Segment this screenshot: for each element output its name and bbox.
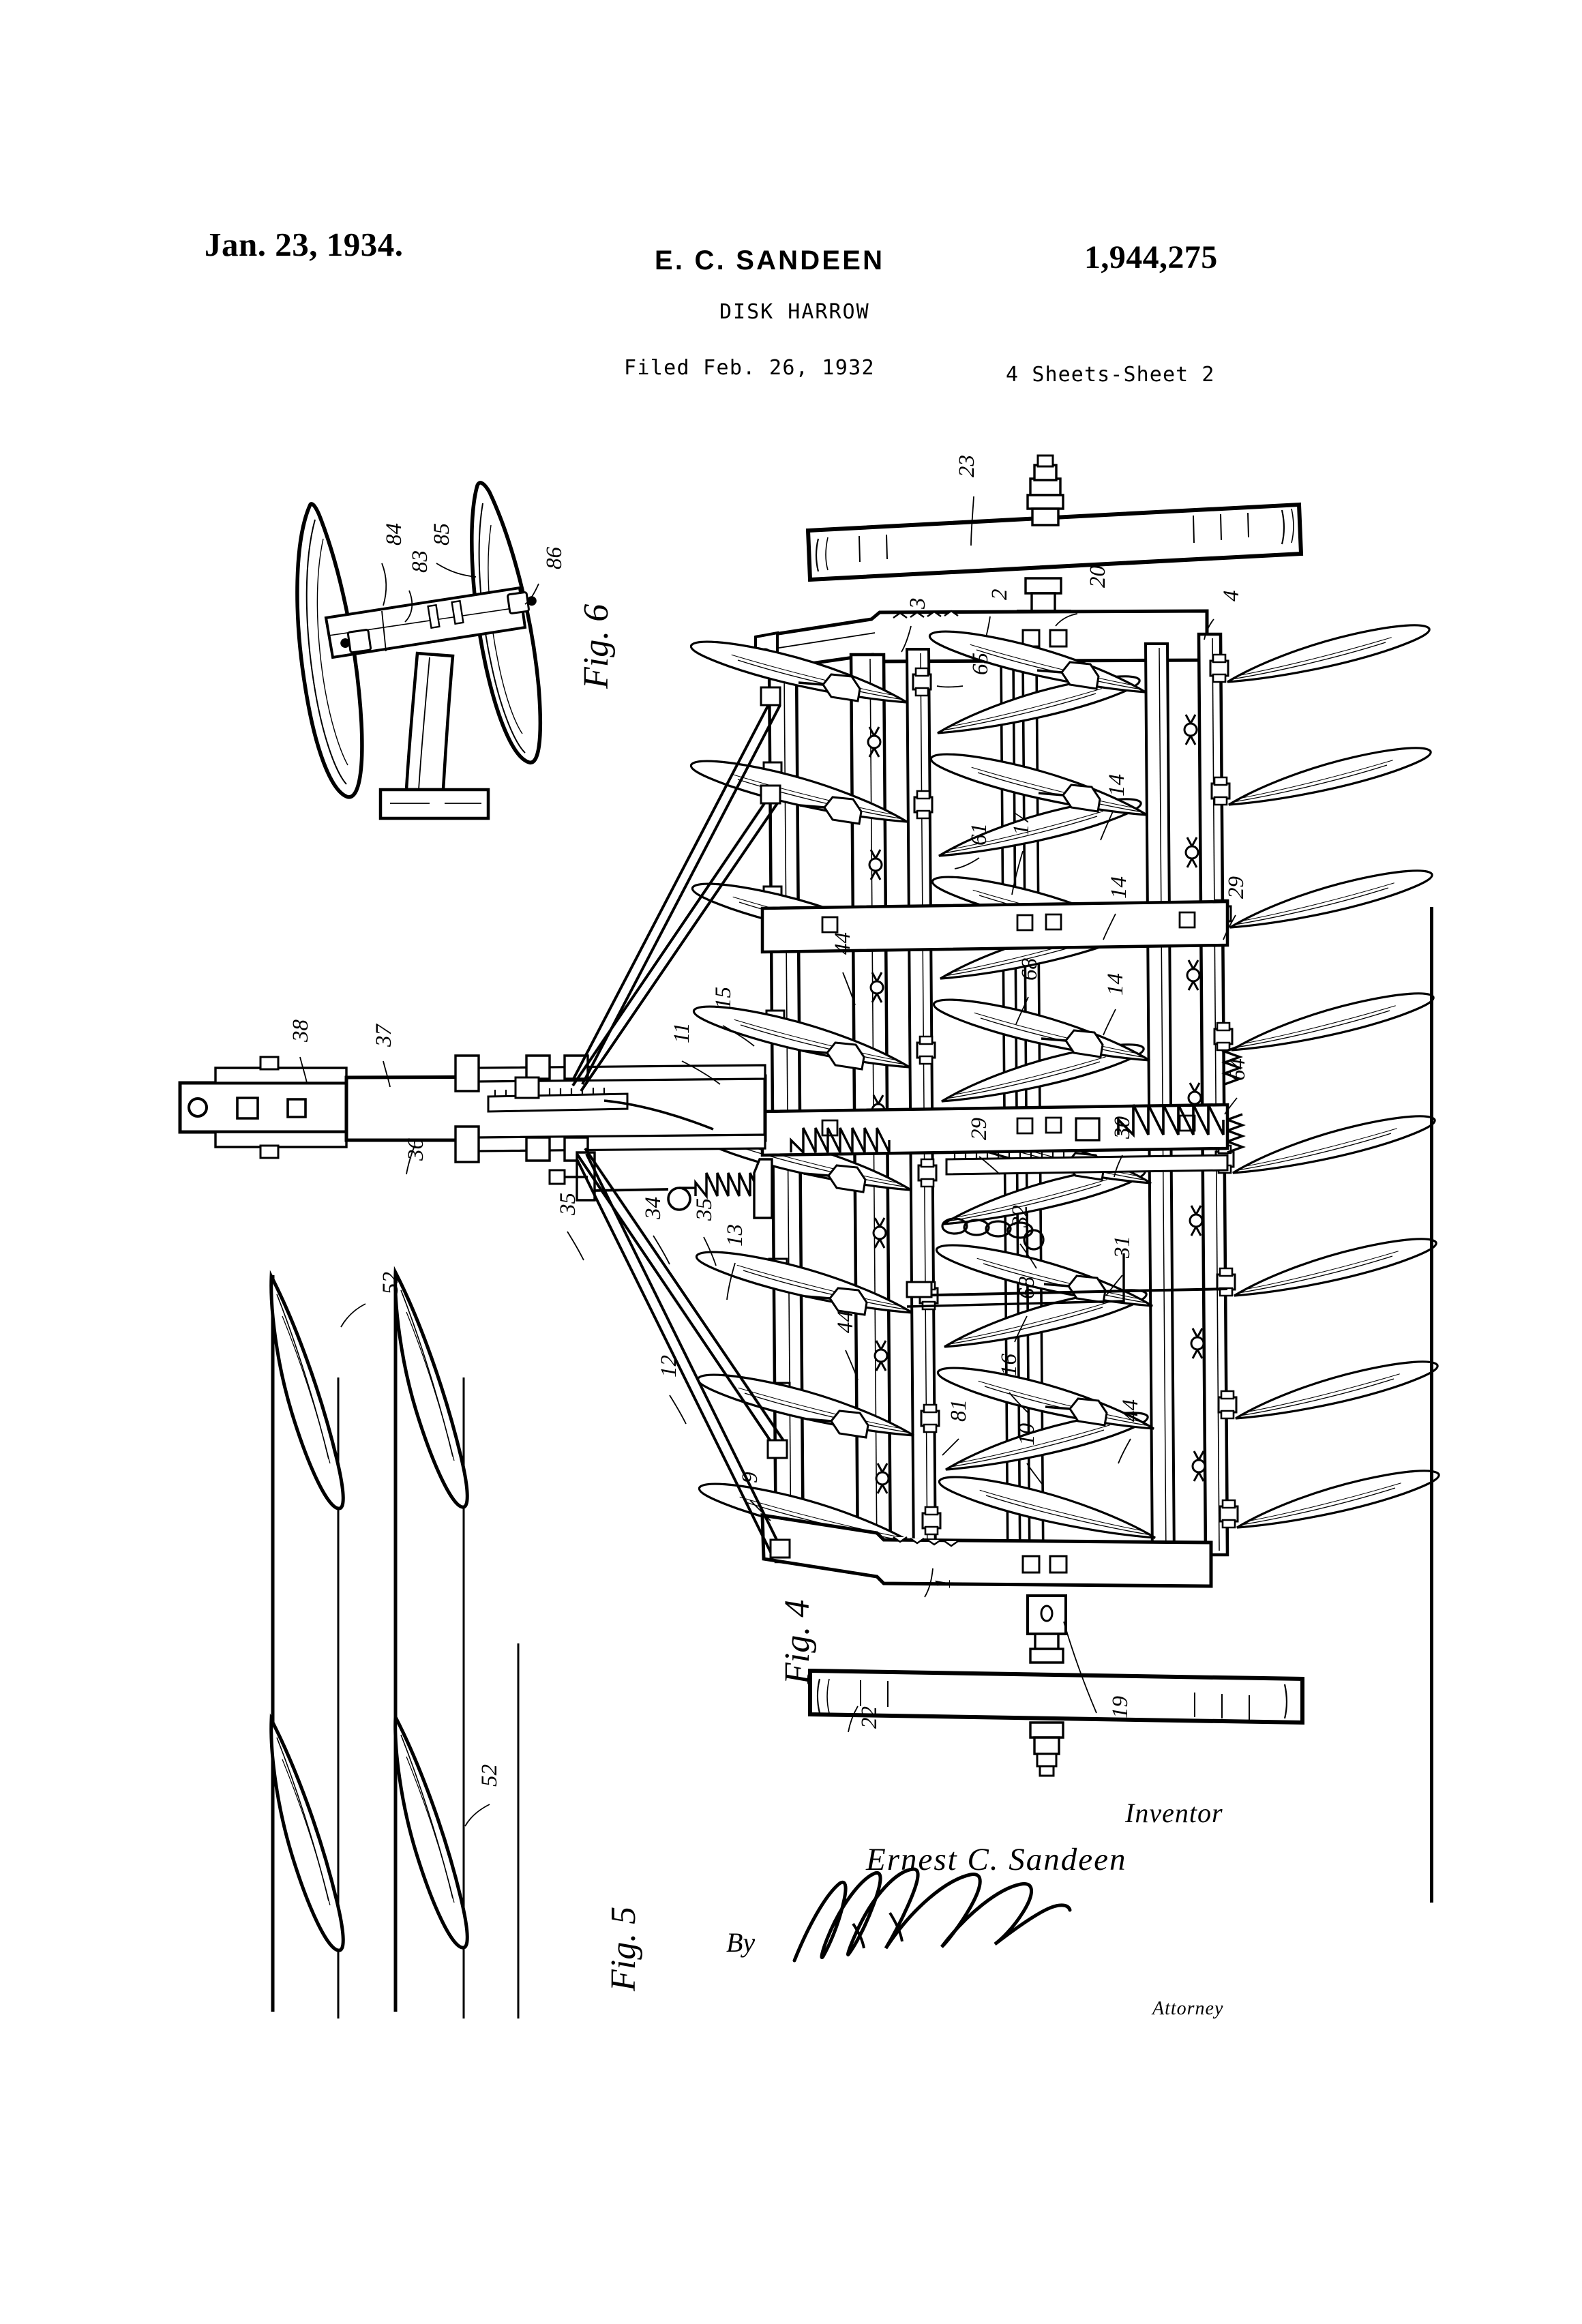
attorney-label: Attorney [1152, 1998, 1224, 2019]
reference-numeral: 36 [404, 1138, 428, 1161]
reference-numeral: 14 [1103, 973, 1128, 996]
reference-numeral: 22 [857, 1706, 882, 1729]
reference-numeral: 37 [372, 1024, 396, 1047]
reference-numeral: 61 [967, 823, 991, 846]
reference-numeral: 29 [967, 1118, 991, 1140]
reference-numeral: 84 [382, 523, 406, 546]
filing-date: Filed Feb. 26, 1932 [624, 356, 875, 380]
reference-numeral: 44 [1118, 1399, 1143, 1422]
inventor-label: Inventor [1125, 1798, 1223, 1828]
reference-numeral: 35 [692, 1198, 717, 1221]
invention-title: DISK HARROW [719, 300, 870, 324]
by-label: By [726, 1927, 756, 1958]
reference-numeral: 44 [833, 1311, 858, 1333]
reference-numeral: 30 [1110, 1116, 1135, 1139]
reference-numeral: 12 [657, 1355, 681, 1377]
attorney-signature-scrawl [792, 1867, 1072, 1963]
reference-numeral: 23 [955, 455, 979, 477]
reference-numeral: 38 [288, 1019, 313, 1042]
sheet-count: 4 Sheets-Sheet 2 [1006, 363, 1215, 387]
figure-5-detail [271, 1272, 518, 2018]
reference-numeral: 4 [1219, 590, 1244, 602]
reference-numeral: 83 [408, 550, 432, 573]
reference-numeral: 3 [906, 597, 930, 610]
figure-label-fig6: Fig. 6 [577, 604, 616, 689]
reference-numeral: 15 [711, 987, 736, 1009]
figure-label-fig4: Fig. 4 [778, 1599, 817, 1684]
reference-numeral: 17 [1009, 813, 1034, 835]
reference-numeral: 13 [723, 1224, 747, 1247]
reference-numeral: 52 [477, 1764, 502, 1787]
reference-numeral: 14 [1105, 774, 1129, 796]
reference-numeral: 2 [987, 589, 1012, 601]
reference-numeral: 14 [1107, 876, 1131, 899]
inventor-name: E. C. SANDEEN [655, 245, 885, 275]
reference-numeral: 44 [831, 932, 855, 955]
patent-number: 1,944,275 [1084, 239, 1218, 275]
reference-numeral: 31 [1110, 1236, 1135, 1258]
reference-numeral: 68 [1017, 958, 1042, 981]
reference-numeral: 29 [1224, 876, 1249, 899]
reference-numeral: 11 [670, 1022, 694, 1043]
reference-numeral: 52 [378, 1272, 403, 1294]
reference-numeral: 65 [968, 653, 993, 675]
issue-date: Jan. 23, 1934. [205, 226, 404, 263]
reference-numeral: 81 [946, 1399, 971, 1422]
reference-numeral: 35 [556, 1193, 580, 1215]
figure-label-fig5: Fig. 5 [604, 1906, 643, 1991]
reference-numeral: 1 [931, 1577, 955, 1590]
reference-numeral: 9 [738, 1472, 762, 1484]
scan-edge-artifact [1430, 907, 1433, 1903]
reference-numeral: 34 [641, 1197, 666, 1219]
reference-numeral: 19 [1108, 1696, 1133, 1718]
reference-numeral: 64 [1225, 1058, 1250, 1081]
reference-numeral: 86 [542, 547, 567, 569]
reference-numeral: 32 [1008, 1205, 1032, 1227]
figure-4-assembly [180, 456, 1439, 1826]
figure-6-detail [297, 483, 540, 818]
reference-numeral: 20 [1086, 565, 1110, 588]
reference-numeral: 68 [1015, 1277, 1039, 1299]
reference-numeral: 16 [997, 1354, 1021, 1376]
reference-numeral: 85 [430, 523, 454, 546]
reference-numeral: 10 [1015, 1423, 1039, 1446]
